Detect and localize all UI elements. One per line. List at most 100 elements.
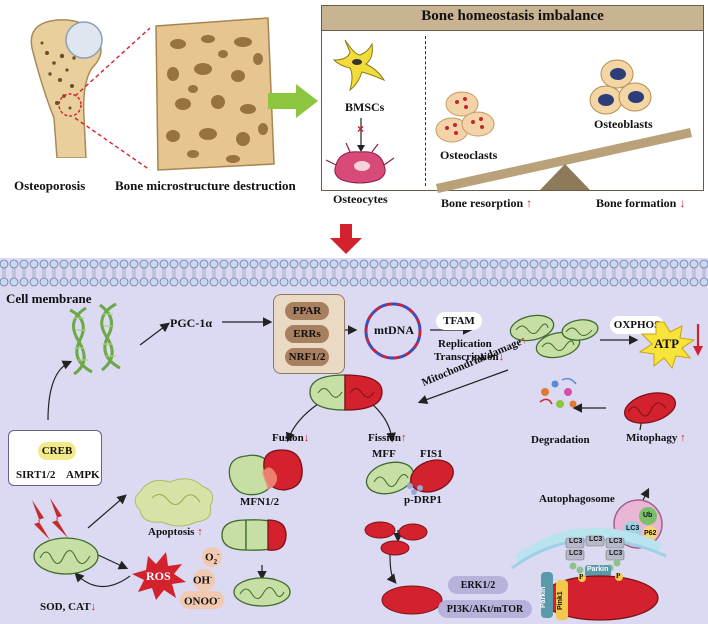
membrane-lipid-head	[689, 277, 699, 287]
membrane-lipid-head	[149, 259, 159, 269]
membrane-lipid-head	[439, 259, 449, 269]
errs-pill: ERRs	[285, 325, 329, 343]
membrane-lipid-tail	[232, 268, 236, 278]
membrane-lipid-head	[349, 277, 359, 287]
membrane-lipid-head	[569, 259, 579, 269]
panel-divider	[425, 36, 426, 186]
membrane-lipid-tail	[382, 268, 386, 278]
pi3k-pill: PI3K/AKt/mTOR	[438, 600, 532, 618]
fusion-text: Fusion	[272, 432, 304, 444]
membrane-lipid-tail	[552, 268, 556, 278]
membrane-lipid-head	[159, 277, 169, 287]
replication-label: Replication	[438, 338, 492, 350]
oh-text: OH	[193, 574, 211, 587]
membrane-lipid-head	[49, 259, 59, 269]
membrane-lipid-head	[139, 259, 149, 269]
onoo-text: ONOO	[184, 595, 218, 608]
bone-formation-label: Bone formation ↓	[596, 196, 685, 211]
membrane-lipid-tail	[402, 268, 406, 278]
membrane-lipid-head	[669, 277, 679, 287]
membrane-lipid-head	[579, 259, 589, 269]
membrane-lipid-tail	[532, 268, 536, 278]
membrane-lipid-head	[609, 259, 619, 269]
o2-label: O2-	[205, 550, 219, 566]
membrane-lipid-tail	[202, 268, 206, 278]
membrane-lipid-head	[129, 277, 139, 287]
membrane-lipid-tail	[322, 268, 326, 278]
membrane-lipid-tail	[92, 268, 96, 278]
membrane-lipid-head	[309, 277, 319, 287]
membrane-lipid-head	[289, 259, 299, 269]
membrane-lipid-head	[339, 259, 349, 269]
panel-title: Bone homeostasis imbalance	[421, 8, 604, 24]
membrane-lipid-tail	[32, 268, 36, 278]
osteocytes-label: Osteocytes	[333, 192, 388, 206]
mff-label: MFF	[372, 448, 396, 460]
parkin-membrane-label: Parkin	[587, 566, 609, 573]
membrane-lipid-tail	[642, 268, 646, 278]
membrane-lipid-tail	[172, 268, 176, 278]
o2-sup: -	[217, 550, 220, 558]
membrane-lipid-tail	[592, 268, 596, 278]
bmscs-label: BMSCs	[345, 100, 385, 114]
membrane-lipid-head	[0, 277, 9, 287]
membrane-lipid-head	[699, 277, 708, 287]
pgc1a-label: PGC-1α	[170, 316, 213, 330]
membrane-lipid-head	[419, 259, 429, 269]
membrane-lipid-head	[399, 277, 409, 287]
sod-label: SOD, CAT↓	[40, 601, 96, 613]
microstructure-label: Bone microstructure destruction	[115, 178, 296, 193]
lc3-5-label: LC3	[609, 550, 623, 557]
parkin-vertical-label: Parkin	[540, 586, 547, 608]
membrane-lipid-head	[359, 277, 369, 287]
membrane-lipid-tail	[572, 268, 576, 278]
membrane-lipid-tail	[562, 268, 566, 278]
ampk-label: AMPK	[66, 469, 100, 481]
membrane-lipid-tail	[212, 268, 216, 278]
sirt-label: SIRT1/2	[16, 469, 56, 481]
membrane-lipid-head	[589, 277, 599, 287]
membrane-lipid-head	[489, 259, 499, 269]
pink1-vertical-label: Pink1	[557, 591, 564, 610]
membrane-lipid-head	[379, 277, 389, 287]
membrane-lipid-tail	[112, 268, 116, 278]
membrane-lipid-tail	[222, 268, 226, 278]
osteoclasts-label: Osteoclasts	[440, 148, 498, 162]
membrane-lipid-head	[429, 277, 439, 287]
membrane-lipid-head	[149, 277, 159, 287]
membrane-lipid-head	[449, 259, 459, 269]
membrane-lipid-head	[359, 259, 369, 269]
atp-label: ATP	[654, 336, 680, 351]
cell-membrane-label: Cell membrane	[6, 291, 92, 306]
membrane-lipid-head	[679, 259, 689, 269]
sod-text: SOD, CAT	[40, 601, 91, 613]
membrane-lipid-head	[679, 277, 689, 287]
membrane-lipid-tail	[82, 268, 86, 278]
bmsc-illustrations: ×	[325, 39, 692, 193]
ppar-pill: PPAR	[285, 302, 329, 320]
formation-down-arrow: ↓	[679, 196, 686, 210]
membrane-lipid-head	[249, 259, 259, 269]
membrane-lipid-tail	[432, 268, 436, 278]
bone-resorption-label: Bone resorption ↑	[441, 196, 532, 211]
lc3-2-label: LC3	[589, 536, 603, 543]
membrane-lipid-tail	[522, 268, 526, 278]
membrane-lipid-head	[669, 259, 679, 269]
membrane-lipid-head	[39, 277, 49, 287]
membrane-lipid-tail	[342, 268, 346, 278]
transcription-down-arrow: ↓	[498, 351, 505, 363]
green-arrow	[268, 84, 318, 118]
membrane-lipid-head	[79, 277, 89, 287]
membrane-lipid-tail	[72, 268, 76, 278]
membrane-lipid-head	[429, 259, 439, 269]
membrane-lipid-head	[169, 277, 179, 287]
membrane-lipid-tail	[132, 268, 136, 278]
membrane-lipid-head	[469, 259, 479, 269]
membrane-lipid-tail	[302, 268, 306, 278]
membrane-lipid-head	[209, 259, 219, 269]
mitophagy-up-arrow: ↑	[680, 432, 686, 444]
membrane-lipid-tail	[122, 268, 126, 278]
